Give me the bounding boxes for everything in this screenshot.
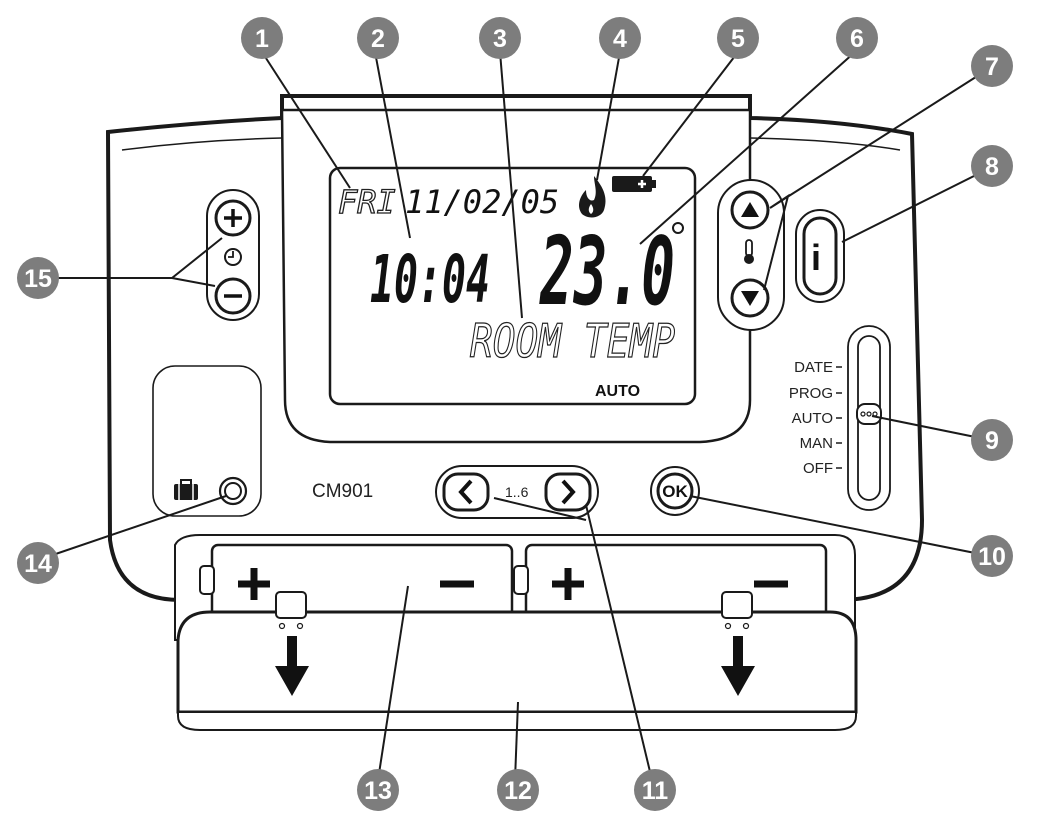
svg-text:8: 8 <box>985 153 999 181</box>
suitcase-icon <box>174 479 198 500</box>
svg-text:11: 11 <box>642 777 669 805</box>
lcd-time: 10:04 <box>370 241 490 318</box>
leader-12 <box>514 701 519 781</box>
svg-text:7: 7 <box>985 53 999 81</box>
svg-text:1: 1 <box>255 25 269 53</box>
lcd-temp-label: ROOM TEMP <box>470 314 675 368</box>
leader-15 <box>38 237 223 287</box>
callout-leader-lines <box>37 51 991 781</box>
svg-text:6: 6 <box>850 25 864 53</box>
clock-minus-button[interactable] <box>214 277 252 315</box>
leader-5 <box>642 51 739 177</box>
svg-text:5: 5 <box>731 25 745 53</box>
cover-tab-left <box>275 591 307 630</box>
callout-9: 9 <box>971 419 1013 461</box>
leader-4 <box>596 51 621 181</box>
lcd-screen <box>328 166 697 406</box>
lcd-day: FRI <box>338 183 396 221</box>
ok-button[interactable]: OK <box>650 466 700 516</box>
callout-1: 1 <box>241 17 283 59</box>
mode-switch-knob[interactable] <box>856 403 882 425</box>
callout-3: 3 <box>479 17 521 59</box>
svg-text:9: 9 <box>985 427 999 455</box>
thermometer-icon <box>744 239 754 264</box>
info-button[interactable]: i <box>795 209 845 303</box>
mode-switch-labels: DATE PROG AUTO MAN OFF <box>789 359 842 477</box>
leader-3 <box>499 51 523 319</box>
battery-cover[interactable] <box>176 610 858 714</box>
flame-icon <box>579 176 606 218</box>
holiday-button[interactable] <box>218 476 248 506</box>
clock-plus-button[interactable] <box>214 199 252 237</box>
ok-label: OK <box>662 482 688 501</box>
mode-position-prog[interactable]: PROG <box>789 385 833 402</box>
callout-markers: 1 2 3 4 5 6 7 8 9 10 11 12 13 14 15 <box>17 17 1013 811</box>
lcd-mode: AUTO <box>595 383 640 400</box>
lcd-date: 11/02/05 <box>405 183 559 221</box>
mode-position-date[interactable]: DATE <box>794 359 833 376</box>
leader-10 <box>689 495 991 557</box>
lcd-temperature: 23.0 <box>539 218 675 327</box>
temp-down-button[interactable] <box>730 278 770 318</box>
arrow-down-icon-left <box>275 636 309 696</box>
svg-text:13: 13 <box>364 777 392 805</box>
callout-15: 15 <box>17 257 59 299</box>
callout-12: 12 <box>497 769 539 811</box>
leader-1 <box>261 51 351 189</box>
callout-7: 7 <box>971 45 1013 87</box>
leader-2 <box>374 51 411 239</box>
callout-8: 8 <box>971 145 1013 187</box>
callout-6: 6 <box>836 17 878 59</box>
callout-11: 11 <box>634 769 676 811</box>
model-label: CM901 <box>312 481 373 502</box>
info-label: i <box>811 237 821 278</box>
svg-text:4: 4 <box>613 25 627 53</box>
callout-14: 14 <box>17 542 59 584</box>
leader-6 <box>639 51 856 245</box>
leader-11 <box>493 497 653 781</box>
leader-14 <box>37 495 227 561</box>
cover-tab-right <box>721 591 753 630</box>
day-next-button[interactable] <box>544 472 592 512</box>
day-prev-button[interactable] <box>442 472 490 512</box>
mode-position-man[interactable]: MAN <box>800 435 833 452</box>
leader-8 <box>841 167 991 243</box>
leader-13 <box>377 585 409 781</box>
svg-text:14: 14 <box>24 550 52 578</box>
svg-text:15: 15 <box>24 265 52 293</box>
mode-position-auto[interactable]: AUTO <box>792 410 833 427</box>
mode-position-off[interactable]: OFF <box>803 460 833 477</box>
temp-up-button[interactable] <box>730 190 770 230</box>
svg-text:2: 2 <box>371 25 385 53</box>
arrow-down-icon-right <box>721 636 755 696</box>
housing-inner-edge <box>121 137 901 151</box>
callout-4: 4 <box>599 17 641 59</box>
degree-icon <box>672 222 684 234</box>
leader-9 <box>871 415 991 441</box>
svg-text:10: 10 <box>978 543 1006 571</box>
leader-7 <box>763 67 991 291</box>
callout-2: 2 <box>357 17 399 59</box>
callout-10: 10 <box>971 535 1013 577</box>
callout-5: 5 <box>717 17 759 59</box>
battery-icon <box>612 176 656 192</box>
clock-icon <box>224 248 242 266</box>
svg-text:3: 3 <box>493 25 507 53</box>
svg-text:12: 12 <box>504 777 532 805</box>
callout-13: 13 <box>357 769 399 811</box>
day-range-label: 1..6 <box>505 484 529 500</box>
